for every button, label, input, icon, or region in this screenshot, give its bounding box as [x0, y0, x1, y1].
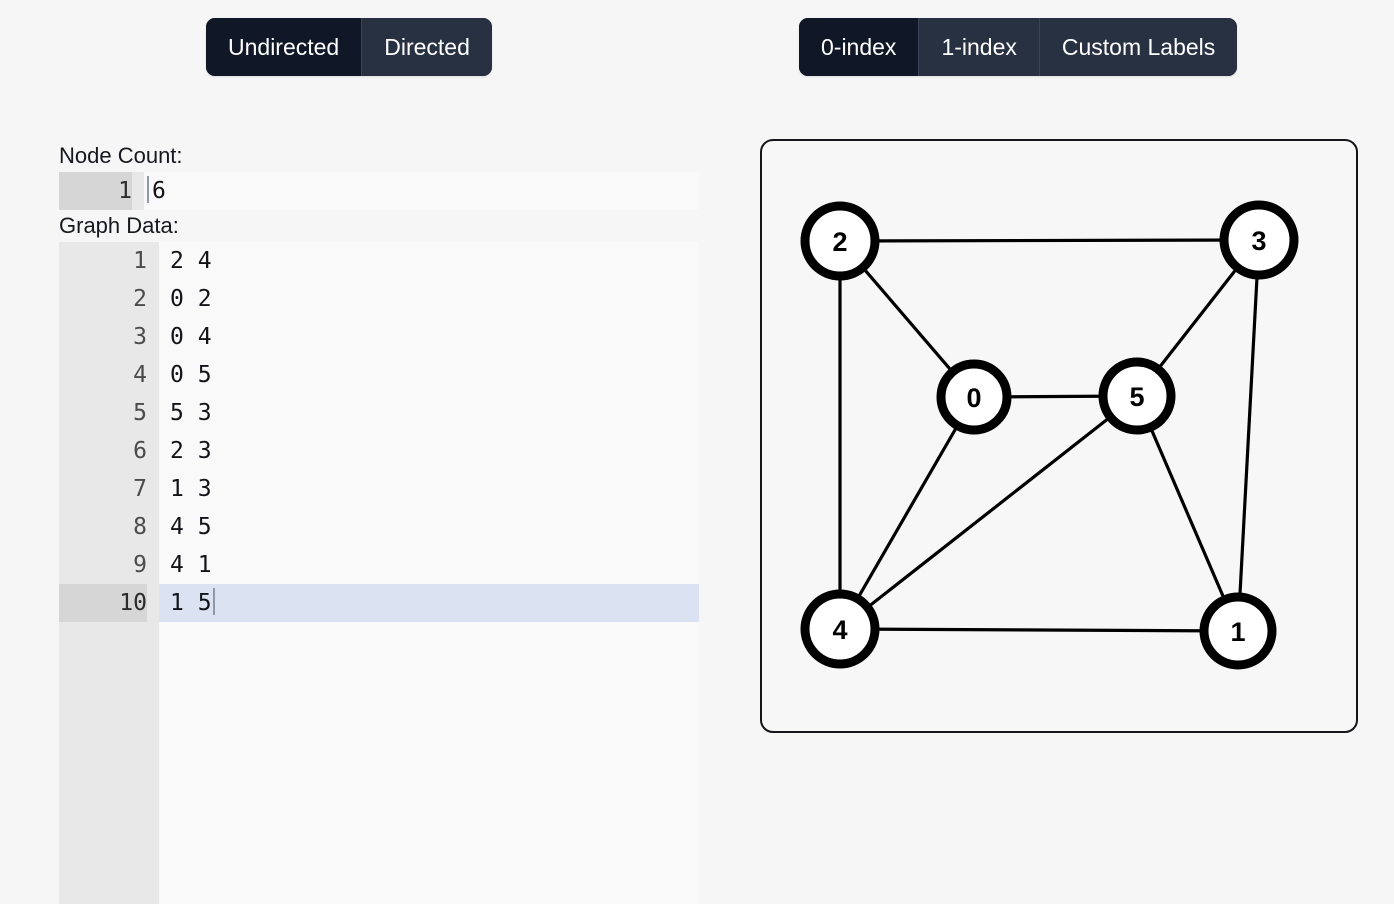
code-line-text: 4 1 [170, 552, 212, 578]
graph-node-circle[interactable] [936, 359, 1012, 435]
graph-node[interactable]: 4 [800, 589, 880, 669]
toggle-0-index[interactable]: 0-index [799, 18, 920, 76]
code-line-text: 1 5 [170, 590, 212, 616]
graph-edge [1236, 239, 1261, 632]
node-count-value: 6 [152, 178, 166, 204]
code-line[interactable]: 2 4 [170, 242, 699, 280]
toggle-undirected[interactable]: Undirected [206, 18, 363, 76]
direction-mode-toggle-group: Undirected Directed [206, 18, 492, 76]
graph-node-label: 3 [1251, 226, 1266, 256]
graph-node-label: 1 [1230, 617, 1245, 647]
graph-node[interactable]: 0 [936, 359, 1012, 435]
node-count-label: Node Count: [59, 143, 183, 168]
line-number: 10 [59, 584, 147, 622]
graph-edge [839, 627, 1239, 633]
graph-node-label: 2 [832, 227, 847, 257]
graph-data-code-body[interactable]: 2 4 0 2 0 4 0 5 5 3 2 3 1 3 4 5 4 1 1 5 [159, 242, 699, 904]
toggle-directed[interactable]: Directed [362, 18, 492, 76]
code-line-text: 5 3 [170, 400, 212, 426]
node-count-code-body[interactable]: 6 [144, 172, 699, 210]
graph-data-input[interactable]: 1 2 3 4 5 6 7 8 9 10 2 4 0 2 0 4 0 5 5 3 2 3 1 3 4 5 4 1 1… [59, 242, 699, 904]
code-line[interactable]: 1 3 [170, 470, 699, 508]
line-number: 9 [133, 552, 147, 578]
line-number: 1 [59, 172, 132, 210]
graph-node[interactable]: 2 [800, 201, 880, 281]
code-line-text: 0 2 [170, 286, 212, 312]
graph-node-circle[interactable] [800, 589, 880, 669]
graph-node-circle[interactable] [1219, 200, 1299, 280]
line-number: 5 [133, 400, 147, 426]
index-mode-toggle-group: 0-index 1-index Custom Labels [799, 18, 1238, 76]
graph-node-circle[interactable] [800, 201, 880, 281]
graph-svg: 2 3 0 5 4 1 [800, 200, 1299, 670]
toggle-undirected-label: Undirected [228, 33, 340, 60]
code-line-text: 1 3 [170, 476, 212, 502]
text-cursor [147, 176, 149, 203]
code-line-text: 0 5 [170, 362, 212, 388]
graph-node[interactable]: 5 [1098, 357, 1176, 435]
graph-data-gutter: 1 2 3 4 5 6 7 8 9 10 [59, 242, 159, 904]
code-line[interactable]: 6 [144, 172, 699, 210]
graph-edge [1135, 395, 1240, 632]
line-number: 6 [133, 438, 147, 464]
code-line[interactable]: 4 5 [170, 508, 699, 546]
graph-data-label: Graph Data: [59, 213, 179, 238]
line-number: 4 [133, 362, 147, 388]
toggle-1-index[interactable]: 1-index [919, 18, 1040, 76]
graph-node-circle[interactable] [1098, 357, 1176, 435]
code-line[interactable]: 1 5 [159, 584, 699, 622]
node-layer: 2 3 0 5 4 1 [800, 200, 1299, 670]
graph-canvas-card[interactable]: 2 3 0 5 4 1 [760, 139, 1358, 733]
node-count-input[interactable]: 1 6 [59, 172, 699, 210]
graph-edge [839, 238, 1260, 243]
code-line-text: 2 4 [170, 248, 212, 274]
graph-node-label: 0 [966, 383, 981, 413]
graph-node-circle[interactable] [1199, 592, 1277, 670]
graph-edge [839, 394, 1138, 631]
code-line-text: 4 5 [170, 514, 212, 540]
line-number: 7 [133, 476, 147, 502]
graph-node[interactable]: 1 [1199, 592, 1277, 670]
line-number: 3 [133, 324, 147, 350]
code-line-text: 0 4 [170, 324, 212, 350]
code-line[interactable]: 5 3 [170, 394, 699, 432]
toggle-0-index-label: 0-index [821, 33, 897, 60]
graph-node-label: 5 [1129, 382, 1144, 412]
code-line[interactable]: 0 4 [170, 318, 699, 356]
graph-node[interactable]: 3 [1219, 200, 1299, 280]
node-count-gutter: 1 [59, 172, 144, 210]
edge-layer [838, 238, 1261, 633]
toggle-directed-label: Directed [384, 33, 470, 60]
graph-node-label: 4 [832, 615, 847, 645]
toggle-custom-labels[interactable]: Custom Labels [1039, 18, 1238, 76]
toggle-1-index-label: 1-index [941, 33, 1017, 60]
toggle-custom-labels-label: Custom Labels [1061, 33, 1216, 60]
graph-edge [838, 396, 976, 630]
code-line[interactable]: 4 1 [170, 546, 699, 584]
code-line[interactable]: 0 5 [170, 356, 699, 394]
line-number: 8 [133, 514, 147, 540]
code-line[interactable]: 2 3 [170, 432, 699, 470]
line-number: 2 [133, 286, 147, 312]
code-line[interactable]: 0 2 [170, 280, 699, 318]
line-number: 1 [133, 248, 147, 274]
code-line-text: 2 3 [170, 438, 212, 464]
text-cursor [212, 588, 215, 615]
